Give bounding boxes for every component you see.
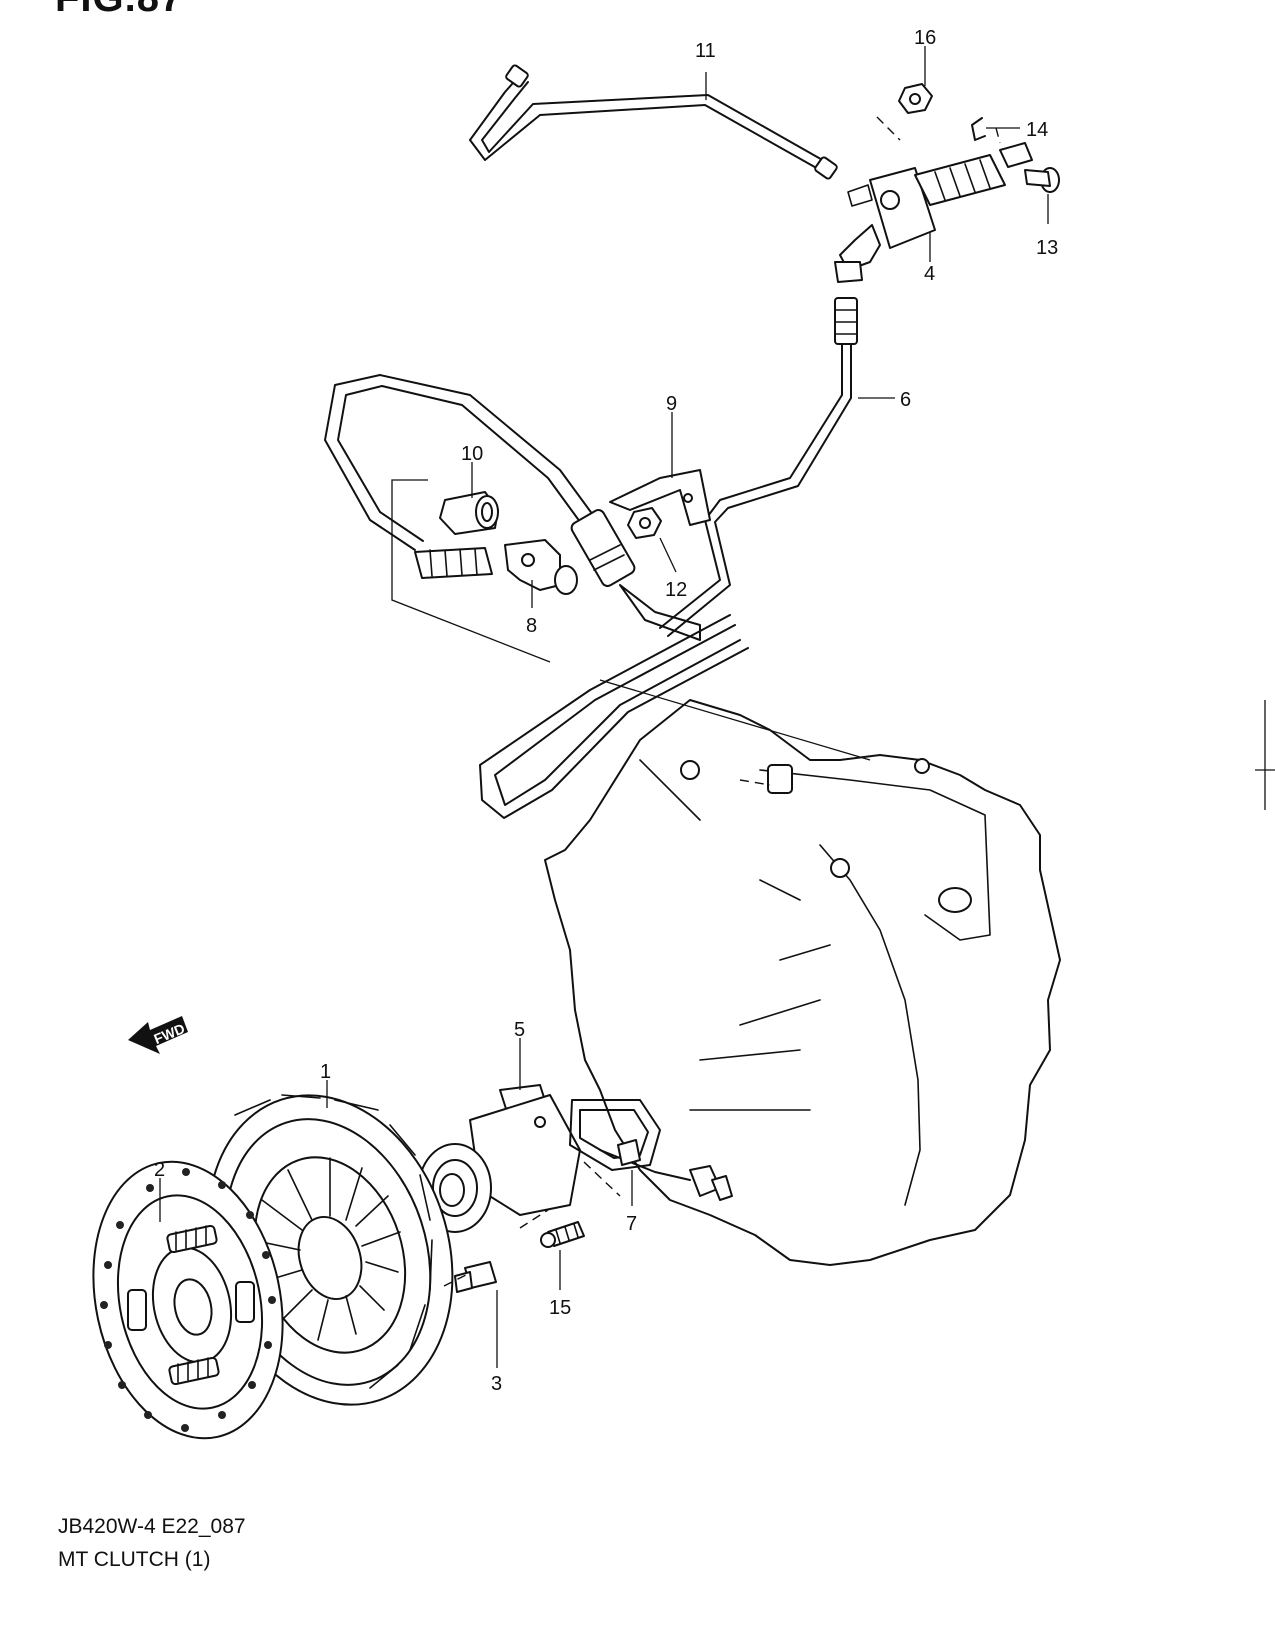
callout-5: 5: [514, 1019, 525, 1041]
callout-1: 1: [320, 1061, 331, 1083]
part-4-clutch-master-cylinder: [834, 142, 1033, 283]
callout-10: 10: [461, 443, 483, 465]
part-9-pipe-bracket: [609, 469, 711, 526]
assembly-reference-lines: [391, 116, 1001, 1287]
callout-4: 4: [924, 263, 935, 285]
part-16-nut: [898, 83, 933, 114]
callout-13: 13: [1036, 237, 1058, 259]
callout-6: 6: [900, 389, 911, 411]
crop-mark: [1255, 700, 1275, 810]
part-5-release-cylinder: [418, 1084, 581, 1233]
callout-labels: 11 16 14 13 4 6 9 10 12 8 5 1 2 7 15 3: [154, 27, 1058, 1395]
part-8-hose-union: [414, 539, 578, 595]
callout-14: 14: [1026, 119, 1048, 141]
part-14-clip: [971, 117, 986, 141]
callout-12: 12: [665, 579, 687, 601]
flexible-hose: [324, 374, 701, 641]
part-10-hose-clip: [439, 491, 499, 535]
part-15-bolt: [540, 1221, 585, 1248]
drawing-code: JB420W-4 E22_087: [58, 1515, 246, 1538]
callout-7: 7: [626, 1213, 637, 1235]
part-13-clevis-pin: [1024, 167, 1060, 193]
release-pipe-loop: [479, 614, 749, 819]
callout-15: 15: [549, 1297, 571, 1319]
part-1-clutch-cover: [206, 1094, 454, 1406]
part-7-bleeder-pipe: [569, 1099, 733, 1201]
callout-11: 11: [695, 40, 716, 62]
diagram-title: MT CLUTCH (1): [58, 1548, 211, 1571]
callout-16: 16: [914, 27, 936, 49]
part-11-clutch-hose: [469, 64, 838, 180]
callout-2: 2: [154, 1159, 165, 1181]
callout-3: 3: [491, 1373, 502, 1395]
transmission-case: [544, 699, 1061, 1266]
part-2-clutch-disc: [92, 1160, 284, 1440]
callout-9: 9: [666, 393, 677, 415]
leader-lines: [159, 46, 1049, 1368]
callout-8: 8: [526, 615, 537, 637]
fwd-direction-arrow: FWD: [128, 1016, 188, 1054]
fwd-label: FWD: [152, 1020, 188, 1047]
part-12-nut: [627, 507, 662, 539]
part-3-cover-bolt: [454, 1261, 497, 1293]
part-6-clutch-pipe: [659, 297, 858, 637]
figure-number: FIG.87: [55, 0, 183, 18]
